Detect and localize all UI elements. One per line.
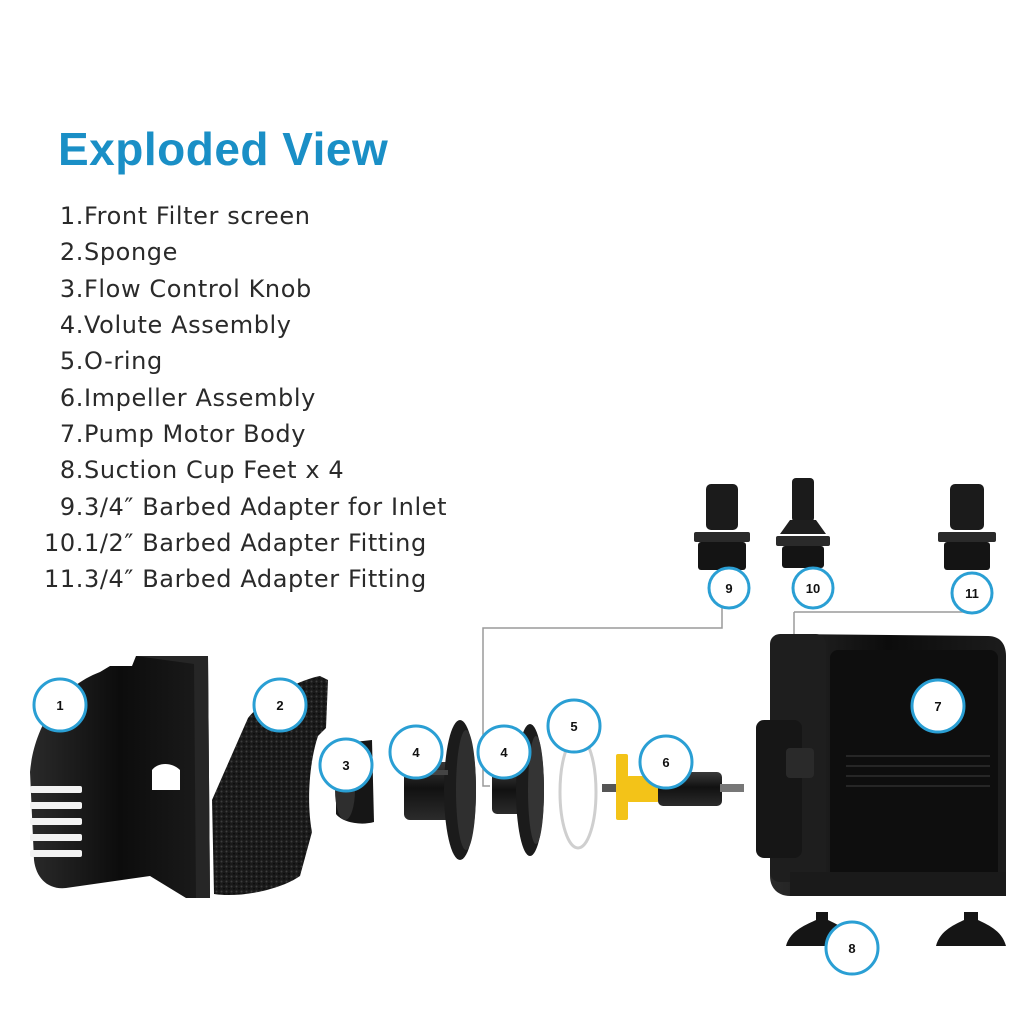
callout-7: 7	[910, 678, 966, 734]
parts-list-item: 5.O-ring	[0, 343, 447, 379]
part-number: 9.	[59, 492, 84, 521]
part-number: 4.	[59, 311, 84, 340]
parts-list-item: 9.3/4″ Barbed Adapter for Inlet	[0, 488, 447, 524]
callout-4-front: 4	[476, 724, 532, 780]
part-label: 3/4″ Barbed Adapter Fitting	[84, 565, 427, 594]
part-label: Impeller Assembly	[84, 383, 316, 412]
callout-1-label: 1	[56, 698, 63, 713]
part-label: Flow Control Knob	[84, 274, 312, 303]
callout-6-label: 6	[662, 755, 669, 770]
part-label: Front Filter screen	[84, 202, 311, 231]
part-number: 3.	[59, 274, 84, 303]
callout-10: 10	[791, 566, 835, 610]
part-label: Volute Assembly	[84, 311, 292, 340]
callout-9-label: 9	[725, 581, 732, 596]
parts-list-item: 4.Volute Assembly	[0, 307, 447, 343]
part-number: 8.	[59, 456, 84, 485]
part-number: 10.	[44, 528, 84, 557]
callout-2: 2	[252, 677, 308, 733]
parts-list-item: 11.3/4″ Barbed Adapter Fitting	[0, 561, 447, 597]
callout-11: 11	[950, 571, 994, 615]
callout-6: 6	[638, 734, 694, 790]
callout-5: 5	[546, 698, 602, 754]
callout-3: 3	[318, 737, 374, 793]
callout-1: 1	[32, 677, 88, 733]
part-label: 1/2″ Barbed Adapter Fitting	[84, 528, 427, 557]
callout-4-front-label: 4	[500, 745, 508, 760]
part-number: 11.	[44, 565, 84, 594]
callout-2-label: 2	[276, 698, 283, 713]
parts-list-item: 1.Front Filter screen	[0, 198, 447, 234]
parts-list-item: 6.Impeller Assembly	[0, 379, 447, 415]
callout-8-label: 8	[848, 941, 855, 956]
part-number: 1.	[59, 202, 84, 231]
part-number: 7.	[59, 419, 84, 448]
part-label: Sponge	[84, 238, 178, 267]
callout-7-label: 7	[934, 699, 941, 714]
callout-5-label: 5	[570, 719, 577, 734]
suction-cup-feet	[786, 912, 1006, 946]
parts-list-item: 2.Sponge	[0, 234, 447, 270]
barbed-adapter-three-quarter	[938, 484, 996, 570]
part-label: Suction Cup Feet x 4	[84, 456, 345, 485]
callout-4-rear: 4	[388, 724, 444, 780]
part-label: 3/4″ Barbed Adapter for Inlet	[84, 492, 448, 521]
callout-4-rear-label: 4	[412, 745, 420, 760]
parts-list-item: 10.1/2″ Barbed Adapter Fitting	[0, 525, 447, 561]
parts-list: 1.Front Filter screen 2.Sponge 3.Flow Co…	[0, 198, 447, 597]
callout-9: 9	[707, 566, 751, 610]
part-number: 6.	[59, 383, 84, 412]
callout-3-label: 3	[342, 758, 349, 773]
diagram-title: Exploded View	[58, 123, 389, 175]
barbed-adapter-inlet	[694, 484, 750, 570]
part-label: O-ring	[84, 347, 163, 376]
part-number: 2.	[59, 238, 84, 267]
part-number: 5.	[59, 347, 84, 376]
parts-list-item: 3.Flow Control Knob	[0, 271, 447, 307]
parts-list-item: 8.Suction Cup Feet x 4	[0, 452, 447, 488]
callout-11-label: 11	[965, 586, 979, 601]
part-label: Pump Motor Body	[84, 419, 307, 448]
barbed-adapter-half-inch	[776, 478, 830, 568]
parts-list-item: 7.Pump Motor Body	[0, 416, 447, 452]
pump-motor-body	[756, 634, 1006, 896]
sponge	[212, 676, 328, 896]
callout-10-label: 10	[806, 581, 820, 596]
callout-8: 8	[824, 920, 880, 976]
